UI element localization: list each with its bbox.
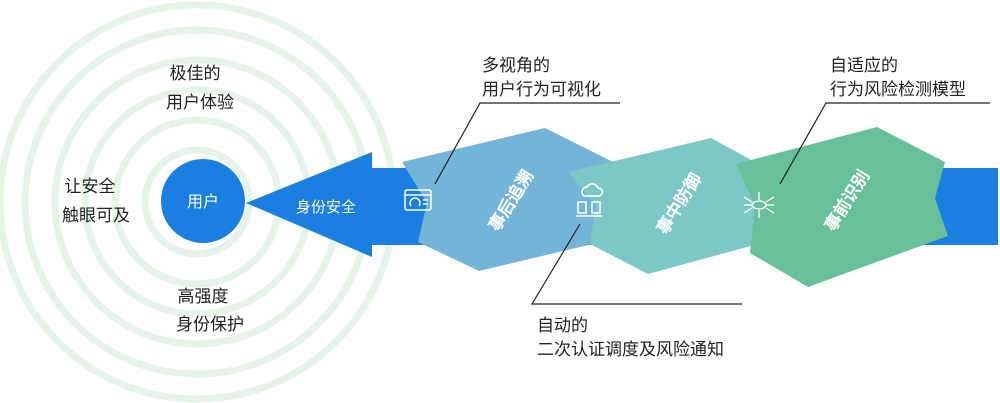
arrow-label: 身份安全: [296, 198, 356, 216]
callout-line-2: [530, 223, 742, 305]
callout-2-line1: 自动的: [537, 316, 588, 336]
stage-band: [402, 128, 622, 271]
benefit-1-line1: 极佳的: [170, 64, 221, 84]
benefit-1-line2: 用户体验: [166, 93, 234, 113]
dashboard-monitor-icon: [404, 189, 432, 211]
callout-lines: [434, 102, 990, 305]
benefit-3-line2: 身份保护: [176, 315, 244, 335]
callout-1-line1: 多视角的: [482, 56, 550, 76]
neural-network-icon: [743, 192, 775, 218]
stage-pre-event: 事前识别: [736, 127, 948, 287]
callout-line-3: [779, 102, 990, 185]
benefit-2-line1: 让安全: [65, 177, 116, 197]
callout-line-1: [434, 102, 620, 185]
callout-2-line2: 二次认证调度及风险通知: [537, 340, 724, 360]
user-label: 用户: [187, 192, 219, 211]
stage-band: [568, 138, 780, 274]
benefit-2-line2: 触眼可及: [62, 206, 130, 226]
user-circle: [161, 159, 245, 243]
callout-3-line1: 自适应的: [830, 56, 898, 76]
stage-in-event: 事中防御: [568, 138, 780, 274]
cloud-server-icon: [576, 183, 604, 217]
callout-1-line2: 用户行为可视化: [482, 80, 601, 100]
callout-3-line2: 行为风险检测模型: [830, 80, 966, 100]
benefit-3-line1: 高强度: [178, 287, 229, 307]
stage-post-event: 事后追溯: [402, 128, 622, 271]
